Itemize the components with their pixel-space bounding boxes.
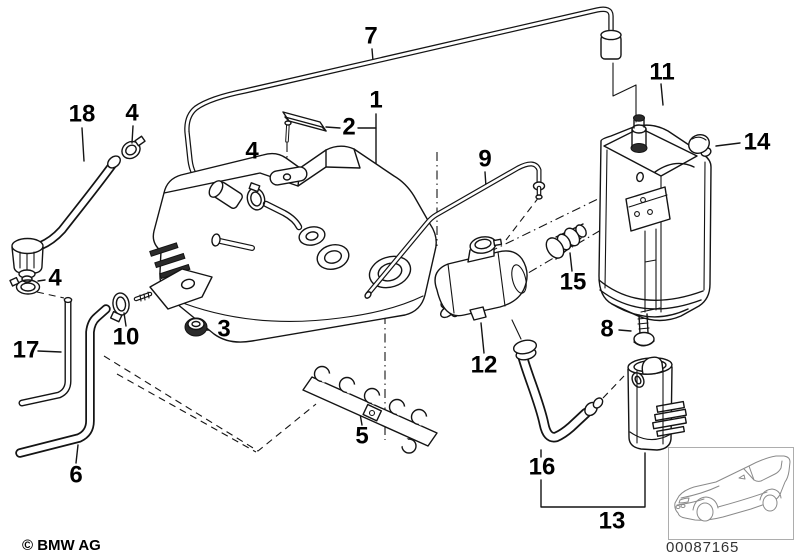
- clip-rail-5: [302, 365, 438, 454]
- hose-6: [15, 304, 111, 458]
- callout-11[interactable]: 11: [649, 58, 675, 86]
- callout-13[interactable]: 13: [598, 507, 626, 535]
- callout-3[interactable]: 3: [217, 315, 231, 343]
- pipe-fitting-clamp-4b: [208, 180, 326, 246]
- clamp-10: [109, 292, 130, 323]
- callout-18[interactable]: 18: [68, 100, 96, 128]
- expansion-tank-1: [133, 145, 437, 343]
- image-number: 00087165: [666, 539, 740, 556]
- grommet-14: [688, 134, 712, 157]
- hose-18: [9, 135, 146, 295]
- callout-4a[interactable]: 4: [125, 99, 139, 127]
- bracket-strip-2: [282, 111, 327, 143]
- plug-15: [545, 223, 587, 260]
- callout-4b[interactable]: 4: [245, 137, 259, 165]
- bracket-13-lines: [540, 449, 646, 508]
- callout-14[interactable]: 14: [743, 128, 771, 156]
- callout-1[interactable]: 1: [369, 86, 383, 114]
- car-thumbnail: [668, 447, 794, 540]
- callout-5[interactable]: 5: [355, 422, 369, 450]
- leader-lines: [37, 48, 741, 464]
- copyright-notice: © BMW AG: [22, 537, 101, 554]
- vent-pipe-9: [364, 161, 546, 299]
- callout-8[interactable]: 8: [600, 315, 614, 343]
- callout-4c[interactable]: 4: [48, 264, 62, 292]
- callout-2[interactable]: 2: [342, 113, 356, 141]
- vent-valve-12: [434, 236, 528, 321]
- callout-6[interactable]: 6: [69, 461, 83, 489]
- callout-7[interactable]: 7: [364, 22, 378, 50]
- tank-bracket: [149, 268, 213, 310]
- callout-9[interactable]: 9: [478, 145, 492, 173]
- callout-10[interactable]: 10: [112, 323, 140, 351]
- callout-17[interactable]: 17: [12, 336, 40, 364]
- hose-17: [18, 296, 73, 407]
- clamp-4c: [15, 279, 41, 295]
- carbon-canister-11: [598, 114, 712, 322]
- callout-15[interactable]: 15: [559, 268, 587, 296]
- filter-canister-13: [627, 356, 687, 451]
- callout-16[interactable]: 16: [528, 453, 556, 481]
- callout-12[interactable]: 12: [470, 351, 498, 379]
- hose-16: [512, 339, 604, 443]
- nut-3: [184, 317, 208, 337]
- screw-8: [633, 313, 655, 347]
